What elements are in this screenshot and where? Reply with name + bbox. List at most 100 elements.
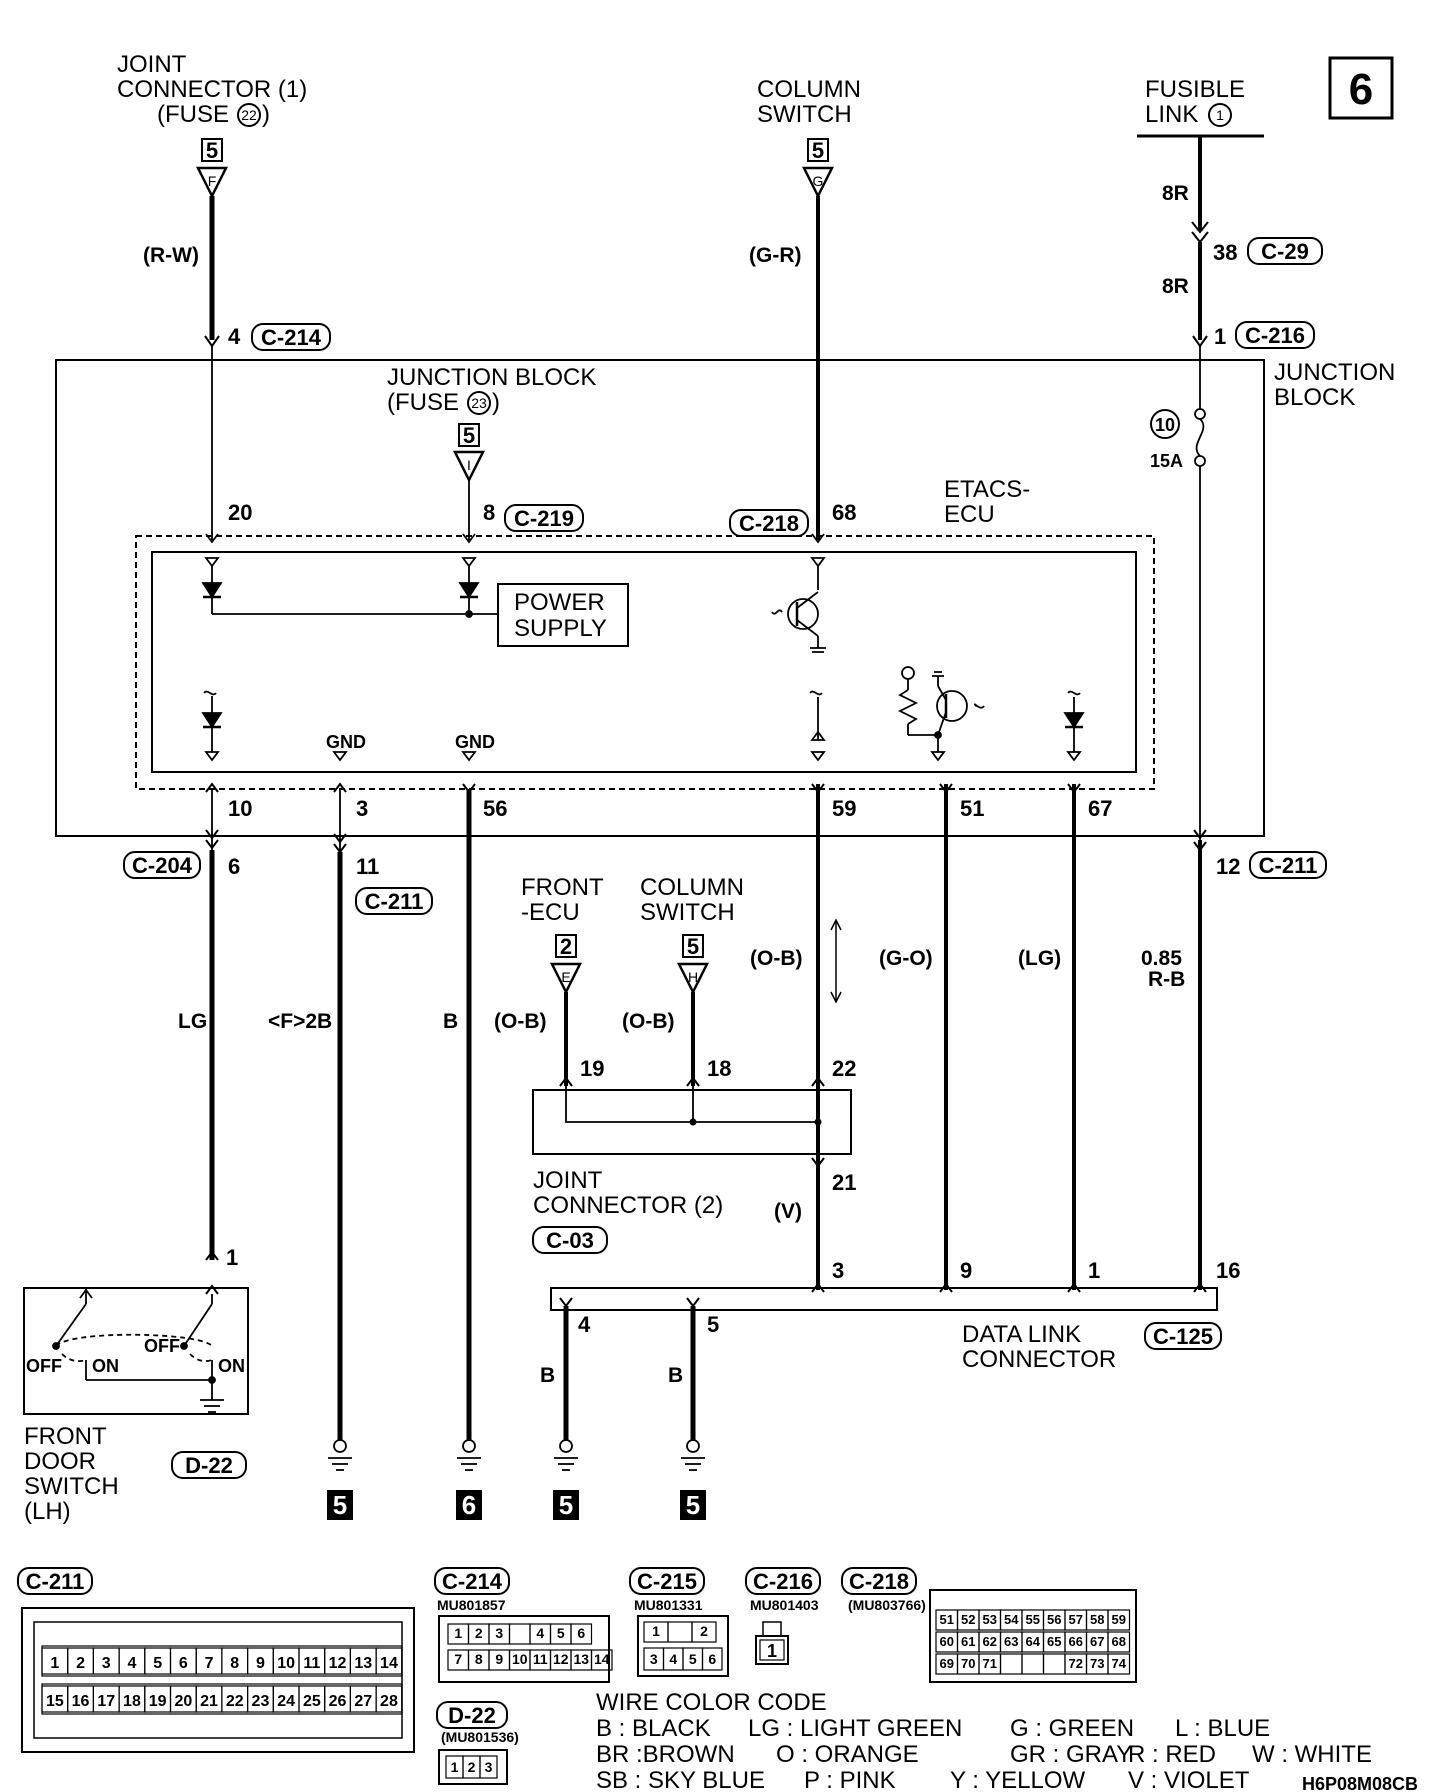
svg-text:(O-B): (O-B) — [622, 1010, 674, 1033]
svg-text:D-22: D-22 — [185, 1453, 233, 1478]
pin-number: 12 — [329, 1655, 347, 1672]
svg-text:SWITCH: SWITCH — [757, 101, 852, 128]
svg-text:OFF: OFF — [26, 1356, 62, 1376]
svg-text:GND: GND — [326, 732, 366, 752]
svg-text:ON: ON — [92, 1356, 119, 1376]
pin-number: 23 — [252, 1693, 270, 1710]
svg-text:OFF: OFF — [144, 1336, 180, 1356]
svg-text:C-211: C-211 — [26, 1569, 85, 1594]
svg-text:11: 11 — [356, 854, 379, 879]
svg-text:0.85: 0.85 — [1141, 947, 1182, 970]
pin-number: 65 — [1047, 1634, 1061, 1649]
pin-number: 7 — [454, 1651, 462, 1667]
pin-number: 15 — [46, 1693, 64, 1710]
pin-number: 66 — [1069, 1634, 1083, 1649]
connector-tag-c216: C-216 — [1235, 321, 1315, 349]
pin-number: 53 — [983, 1612, 997, 1627]
svg-text:MU801403: MU801403 — [750, 1597, 819, 1613]
pin-cell — [1107, 1609, 1131, 1631]
pin-number: 52 — [961, 1612, 975, 1627]
pin-number: 67 — [1090, 1634, 1104, 1649]
pin-number: 14 — [594, 1651, 610, 1667]
svg-text:6: 6 — [228, 854, 240, 879]
pin-cell — [375, 1685, 403, 1713]
pin-number: 2 — [700, 1623, 708, 1639]
svg-text:2: 2 — [560, 934, 572, 959]
svg-text:5: 5 — [686, 1490, 700, 1520]
svg-text:4: 4 — [578, 1312, 591, 1337]
pin-number: 3 — [102, 1655, 111, 1672]
svg-text:10: 10 — [228, 796, 252, 821]
svg-text:5: 5 — [687, 934, 699, 959]
svg-text:3: 3 — [832, 1258, 844, 1283]
svg-text:(G-R): (G-R) — [749, 244, 801, 267]
svg-text:5: 5 — [812, 138, 824, 163]
svg-text:BR :BROWN: BR :BROWN — [596, 1741, 735, 1768]
pin-number: 11 — [533, 1651, 548, 1667]
svg-text:SB : SKY BLUE: SB : SKY BLUE — [596, 1767, 765, 1792]
svg-text:ON: ON — [218, 1356, 245, 1376]
svg-text:FRONT: FRONT — [24, 1423, 107, 1450]
pin-number: 9 — [256, 1655, 265, 1672]
pin-number: 1 — [50, 1655, 59, 1672]
junction-block-outline — [55, 359, 1265, 837]
svg-text:5: 5 — [333, 1490, 347, 1520]
svg-text:68: 68 — [832, 500, 856, 525]
pin-cell — [691, 1621, 717, 1643]
pin-number: 73 — [1090, 1656, 1104, 1671]
svg-text:R-B: R-B — [1148, 968, 1185, 991]
pin-number: 24 — [277, 1693, 295, 1710]
svg-text:C-211: C-211 — [365, 889, 424, 914]
pin-number: 10 — [512, 1651, 528, 1667]
svg-text:(LG): (LG) — [1018, 947, 1061, 970]
svg-text:): ) — [262, 101, 270, 128]
svg-text:20: 20 — [228, 500, 252, 525]
svg-text:(V): (V) — [774, 1200, 802, 1223]
svg-text:JUNCTION BLOCK: JUNCTION BLOCK — [387, 364, 596, 391]
pin-number: 13 — [573, 1651, 589, 1667]
svg-text:D-22: D-22 — [448, 1703, 496, 1728]
svg-text:SUPPLY: SUPPLY — [514, 615, 607, 642]
joint-connector-2: JOINT CONNECTOR (2) C-03 — [532, 1086, 852, 1254]
svg-text:5: 5 — [206, 138, 218, 163]
svg-text:C-125: C-125 — [1153, 1324, 1213, 1349]
pin-number: 1 — [454, 1625, 462, 1641]
svg-text:C-204: C-204 — [132, 853, 193, 878]
svg-text:56: 56 — [483, 796, 507, 821]
svg-text:H: H — [688, 969, 698, 985]
svg-text:(G-O): (G-O) — [879, 947, 933, 970]
svg-text:P : PINK: P : PINK — [804, 1767, 896, 1792]
svg-text:21: 21 — [832, 1170, 856, 1195]
power-supply-box: POWER SUPPLY — [497, 583, 629, 647]
pin-cell — [1107, 1631, 1131, 1653]
pin-number: 4 — [127, 1655, 136, 1672]
svg-text:8: 8 — [483, 500, 495, 525]
svg-text:C-214: C-214 — [261, 325, 322, 350]
wires-mid — [559, 918, 842, 1087]
pin-number: 69 — [940, 1656, 954, 1671]
svg-text:CONNECTOR: CONNECTOR — [962, 1346, 1116, 1373]
pin-number: 28 — [380, 1693, 398, 1710]
pin-cell — [1107, 1653, 1131, 1675]
svg-text:LG : LIGHT GREEN: LG : LIGHT GREEN — [748, 1715, 962, 1742]
wires-ground-dlc — [563, 1306, 696, 1440]
svg-text:8R: 8R — [1162, 275, 1189, 298]
pin-number: 1 — [451, 1759, 459, 1775]
svg-text:WIRE COLOR CODE: WIRE COLOR CODE — [596, 1689, 827, 1716]
pin-number: 61 — [961, 1634, 975, 1649]
pin-number: 26 — [329, 1693, 347, 1710]
svg-text:(MU803766): (MU803766) — [848, 1597, 926, 1613]
pin-number: 12 — [553, 1651, 569, 1667]
svg-text:51: 51 — [960, 796, 984, 821]
svg-text:R : RED: R : RED — [1128, 1741, 1216, 1768]
pin-cell — [667, 1621, 693, 1643]
svg-text:FRONT: FRONT — [521, 874, 604, 901]
front-door-switch: 1 OFF ON OFF ON FRONT DOOR S — [23, 1245, 249, 1525]
svg-text:W : WHITE: W : WHITE — [1252, 1741, 1372, 1768]
pin-number: 56 — [1047, 1612, 1061, 1627]
